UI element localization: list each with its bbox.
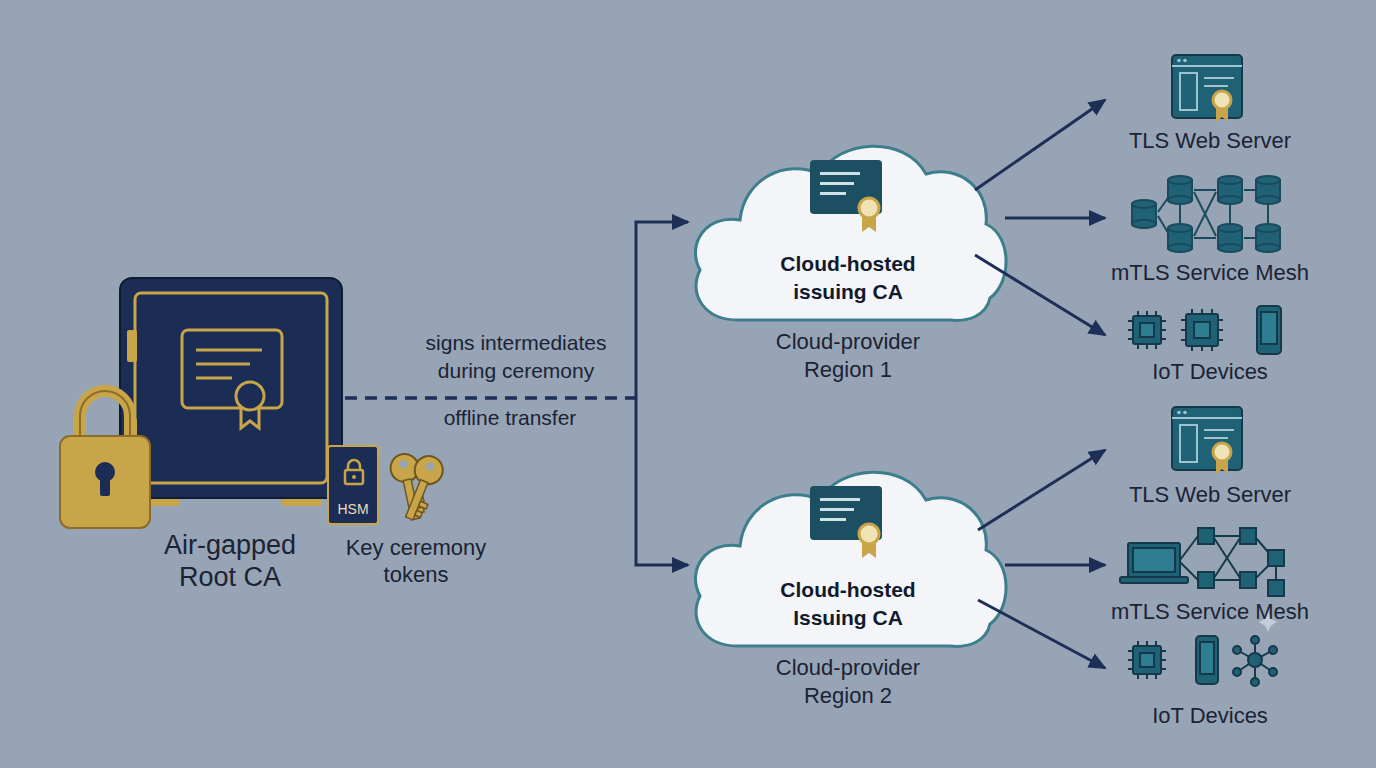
web-server-icon [1172, 407, 1242, 474]
lock-icon [341, 457, 367, 487]
key-icons [388, 451, 447, 523]
service-mesh-icon [1132, 176, 1280, 252]
endpoint-label: IoT Devices [1152, 703, 1268, 729]
issuing-ca-cloud: Cloud-hosted issuing CA Cloud-provider Re… [688, 132, 1008, 392]
edge-label: signs intermediates during ceremony [405, 329, 627, 385]
root-ca-vault: Air-gapped Root CA [115, 275, 345, 593]
endpoint-group: TLS Web Server [1105, 400, 1315, 508]
endpoint-label: mTLS Service Mesh [1111, 260, 1309, 286]
safe-illustration [120, 278, 342, 506]
endpoint-label: TLS Web Server [1129, 128, 1291, 154]
endpoint-group: IoT Devices [1105, 630, 1315, 729]
hsm-label: HSM [329, 501, 377, 517]
connector-arrow [1005, 218, 1105, 219]
edge-label: offline transfer [410, 404, 610, 432]
padlock-icon [60, 391, 150, 528]
issuing-ca-cloud: Cloud-hosted Issuing CA Cloud-provider Re… [688, 458, 1008, 718]
endpoint-group: mTLS Service Mesh [1105, 520, 1315, 625]
endpoint-group: IoT Devices [1105, 302, 1315, 385]
endpoint-group: TLS Web Server [1105, 50, 1315, 154]
service-mesh-icon [1120, 528, 1284, 596]
endpoint-label: mTLS Service Mesh [1111, 599, 1309, 625]
connector-arrow [345, 398, 688, 565]
connector-arrow [975, 255, 1105, 335]
token-caption: Key ceremony tokens [341, 534, 491, 588]
node-title: Cloud-hosted issuing CA [748, 250, 948, 306]
connector-arrow [345, 222, 688, 398]
connector-arrow [978, 450, 1105, 530]
endpoint-label: TLS Web Server [1129, 482, 1291, 508]
connector-arrow [1005, 565, 1105, 566]
hsm-token: HSM [327, 445, 379, 525]
endpoint-label: IoT Devices [1152, 359, 1268, 385]
connector-arrow [978, 600, 1105, 668]
node-title: Air-gapped Root CA [145, 529, 315, 593]
iot-devices-icon [1128, 636, 1277, 686]
endpoint-group: mTLS Service Mesh [1105, 172, 1315, 286]
web-server-icon [1172, 55, 1242, 122]
iot-devices-icon [1128, 306, 1281, 354]
connector-arrow [975, 100, 1105, 190]
region-label: Cloud-provider Region 1 [758, 328, 938, 384]
node-title: Cloud-hosted Issuing CA [748, 576, 948, 632]
region-label: Cloud-provider Region 2 [758, 654, 938, 710]
